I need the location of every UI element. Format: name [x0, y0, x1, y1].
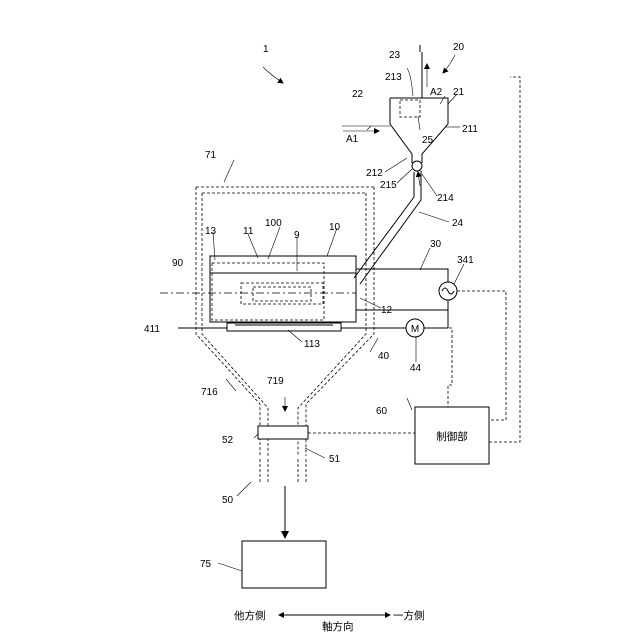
label-90: 90 [172, 258, 184, 269]
label-716: 716 [201, 387, 218, 398]
valve [258, 426, 308, 439]
axis-right-label: 一方側 [393, 609, 425, 622]
label-44: 44 [410, 363, 422, 374]
label-211: 211 [462, 124, 478, 135]
label-10: 10 [329, 222, 341, 233]
label-9: 9 [294, 230, 300, 241]
label-51: 51 [329, 454, 341, 465]
label-a1: A1 [346, 134, 359, 145]
label-50: 50 [222, 495, 234, 506]
label-40: 40 [378, 351, 390, 362]
label-12: 12 [381, 305, 393, 316]
label-60: 60 [376, 406, 388, 417]
label-113: 113 [304, 339, 320, 350]
control-unit-label: 制御部 [436, 430, 468, 443]
label-719: 719 [267, 376, 284, 387]
label-22: 22 [352, 89, 364, 100]
leader-lines [213, 55, 464, 571]
label-52: 52 [222, 435, 234, 446]
label-71: 71 [205, 150, 217, 161]
label-20: 20 [453, 42, 465, 53]
label-23: 23 [389, 50, 401, 61]
label-13: 13 [205, 226, 217, 237]
label-214: 214 [437, 193, 454, 204]
label-1: 1 [263, 44, 269, 55]
label-24: 24 [452, 218, 464, 229]
axis-center-label: 軸方向 [322, 620, 354, 633]
label-30: 30 [430, 239, 442, 250]
label-213: 213 [385, 72, 402, 83]
label-11: 11 [243, 226, 254, 237]
signal-lines [308, 77, 520, 442]
collector [242, 541, 326, 588]
inner-area [212, 263, 324, 320]
label-a2: A2 [430, 87, 443, 98]
label-21: 21 [453, 87, 465, 98]
label-100: 100 [265, 218, 282, 229]
label-341: 341 [457, 255, 474, 266]
rotary-valve [412, 161, 422, 171]
motor-label: M [411, 324, 419, 335]
axis-left-label: 他方側 [234, 609, 266, 622]
chamber [210, 256, 356, 322]
reference-labels: 1 20 23 213 A2 21 22 A1 25 211 212 215 2… [144, 42, 478, 570]
label-212: 212 [366, 168, 383, 179]
tray [227, 323, 341, 331]
label-25: 25 [422, 135, 434, 146]
hopper [342, 45, 448, 186]
label-75: 75 [200, 559, 212, 570]
label-411: 411 [144, 324, 160, 335]
label-215: 215 [380, 180, 397, 191]
